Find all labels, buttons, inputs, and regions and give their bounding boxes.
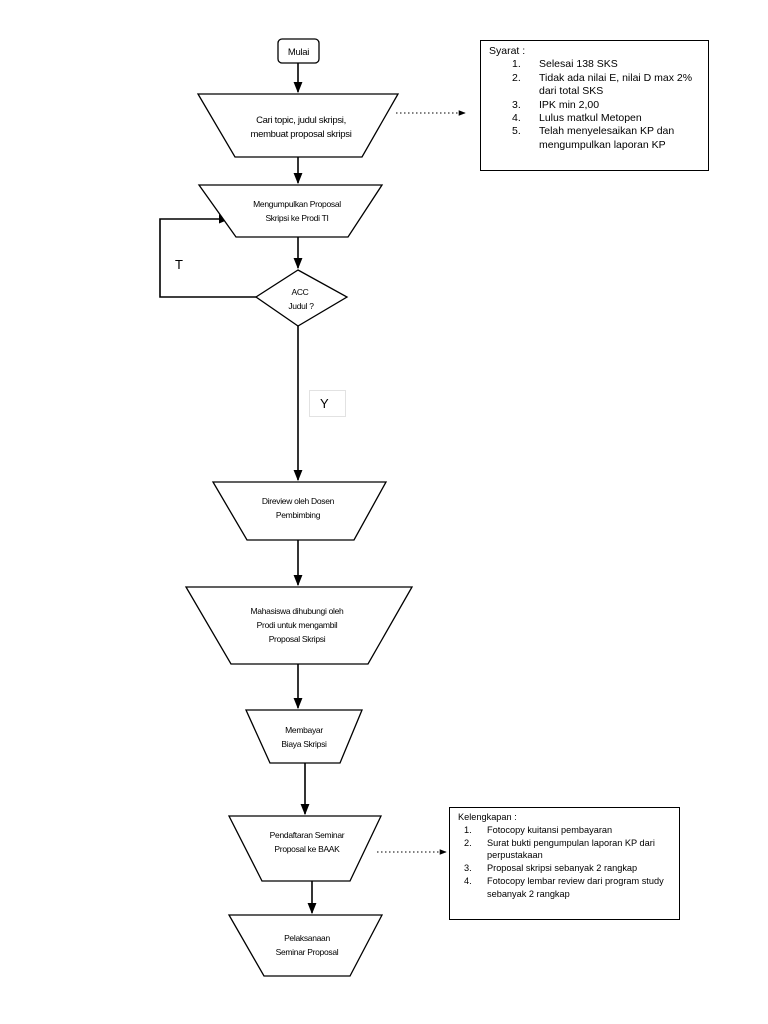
step-pendaftaran-seminar: Pendaftaran Seminar Proposal ke BAAK [227, 815, 383, 882]
step-mengumpulkan-line-1: Mengumpulkan Proposal [253, 199, 341, 209]
start-label: Mulai [288, 47, 309, 58]
yes-branch-label: Y [309, 390, 346, 417]
step-direview: Direview oleh Dosen Pembimbing [211, 481, 388, 541]
syarat-item-text: Telah menyelesaikan KP dan mengumpulkan … [539, 125, 675, 151]
syarat-note: Syarat : 1. Selesai 138 SKS 2. Tidak ada n… [480, 40, 709, 171]
kelengkapan-item-number: 1. [464, 824, 472, 835]
syarat-item: 4. Lulus matkul Metopen [512, 112, 700, 125]
syarat-item-text: Selesai 138 SKS [539, 58, 618, 71]
step-membayar-line-2: Biaya Skripsi [281, 739, 327, 749]
kelengkapan-item: 2. Surat bukti pengumpulan laporan KP dar… [464, 837, 671, 863]
syarat-item-number: 3. [512, 98, 521, 111]
no-branch-label: T [175, 257, 183, 272]
syarat-item-text: IPK min 2,00 [539, 98, 600, 111]
kelengkapan-item-number: 4. [464, 875, 472, 886]
decision-line-1: ACC [291, 287, 308, 297]
step-membayar-line-1: Membayar [285, 725, 323, 735]
kelengkapan-item: 4. Fotocopy lembar review dari program st… [464, 875, 671, 901]
syarat-title: Syarat : [489, 45, 526, 57]
step-direview-line-2: Pembimbing [276, 510, 321, 520]
start-terminal: Mulai [277, 38, 320, 64]
step-pendaftaran-line-1: Pendaftaran Seminar [270, 830, 345, 840]
step-pelaksanaan-line-2: Seminar Proposal [276, 947, 339, 957]
syarat-item-number: 2. [512, 71, 521, 84]
syarat-item: 1. Selesai 138 SKS [512, 58, 700, 71]
syarat-item: 3. IPK min 2,00 [512, 99, 700, 112]
step-mengumpulkan-line-2: Skripsi ke Prodi TI [265, 213, 328, 223]
step-pelaksanaan-seminar: Pelaksanaan Seminar Proposal [227, 914, 384, 977]
step-mahasiswa-line-2: Prodi untuk mengambil [257, 620, 338, 630]
kelengkapan-item: 1. Fotocopy kuitansi pembayaran [464, 824, 671, 837]
kelengkapan-note: Kelengkapan : 1. Fotocopy kuitansi pembay… [449, 807, 680, 920]
connectors [159, 63, 466, 915]
step-pendaftaran-line-2: Proposal ke BAAK [274, 844, 340, 854]
kelengkapan-item-number: 2. [464, 837, 472, 848]
step-mahasiswa-line-1: Mahasiswa dihubungi oleh [251, 606, 345, 616]
step-mahasiswa-line-3: Proposal Skripsi [269, 634, 326, 644]
syarat-item-number: 5. [512, 125, 521, 138]
kelengkapan-item-text: Surat bukti pengumpulan laporan KP dari … [487, 837, 655, 861]
decision-acc-judul: ACC Judul ? [254, 269, 349, 327]
syarat-item-number: 1. [512, 58, 521, 71]
kelengkapan-list: 1. Fotocopy kuitansi pembayaran 2. Surat b… [458, 824, 671, 901]
step-mengumpulkan-proposal: Mengumpulkan Proposal Skripsi ke Prodi T… [197, 184, 384, 238]
kelengkapan-item: 3. Proposal skripsi sebanyak 2 rangkap [464, 862, 671, 875]
decision-line-2: Judul ? [288, 301, 314, 311]
step-mahasiswa-dihubungi: Mahasiswa dihubungi oleh Prodi untuk men… [184, 586, 414, 665]
syarat-item-text: Tidak ada nilai E, nilai D max 2% dari t… [539, 71, 693, 98]
step-cari-topic: Cari topic, judul skripsi, membuat propo… [196, 93, 400, 158]
kelengkapan-item-text: Fotocopy kuitansi pembayaran [487, 824, 613, 835]
step-pelaksanaan-line-1: Pelaksanaan [284, 933, 330, 943]
connector-decision-no-loop [159, 214, 256, 298]
syarat-item-number: 4. [512, 112, 521, 125]
kelengkapan-item-number: 3. [464, 863, 472, 874]
step-cari-topic-line-2: membuat proposal skripsi [250, 129, 351, 140]
syarat-list: 1. Selesai 138 SKS 2. Tidak ada nilai E, n… [489, 58, 700, 152]
step-direview-line-1: Direview oleh Dosen [262, 496, 335, 506]
kelengkapan-item-text: Proposal skripsi sebanyak 2 rangkap [487, 863, 638, 874]
step-cari-topic-line-1: Cari topic, judul skripsi, [256, 115, 346, 126]
kelengkapan-item-text: Fotocopy lembar review dari program stud… [487, 875, 664, 899]
syarat-item-text: Lulus matkul Metopen [539, 112, 642, 125]
step-membayar: Membayar Biaya Skripsi [244, 709, 363, 764]
kelengkapan-title: Kelengkapan : [458, 812, 517, 822]
syarat-item: 2. Tidak ada nilai E, nilai D max 2% dari… [512, 72, 700, 99]
syarat-item: 5. Telah menyelesaikan KP dan mengumpulka… [512, 125, 700, 152]
